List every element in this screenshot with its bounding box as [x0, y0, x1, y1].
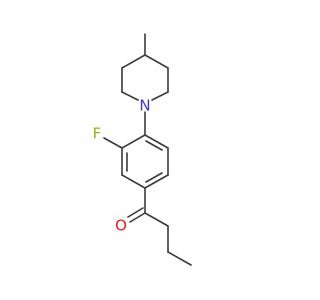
bond-fluorine — [103, 137, 123, 149]
bond-ring-double-3 — [145, 140, 163, 151]
molecule-structure: N F O — [93, 33, 192, 266]
bond-piperidine-3 — [121, 91, 139, 101]
bond-chain-1 — [144, 212, 169, 227]
oxygen-atom-label: O — [115, 217, 127, 235]
bond-piperidine-4 — [151, 91, 169, 101]
bond-carbonyl-double-a — [129, 212, 146, 223]
bond-piperidine-1 — [121, 54, 146, 69]
fluorine-atom-label: F — [93, 125, 102, 143]
structure-canvas: N F O — [93, 33, 192, 266]
bond-ring-3 — [121, 174, 146, 189]
bond-ring-4 — [144, 174, 169, 189]
bond-ring-1 — [121, 134, 146, 149]
nitrogen-atom-label: N — [139, 97, 150, 115]
bond-piperidine-6 — [144, 54, 169, 69]
bond-carbonyl-double-b — [127, 207, 144, 218]
bond-chain-3 — [167, 251, 192, 266]
bond-ring-double-2 — [145, 172, 163, 183]
bond-ring-6 — [144, 134, 169, 149]
